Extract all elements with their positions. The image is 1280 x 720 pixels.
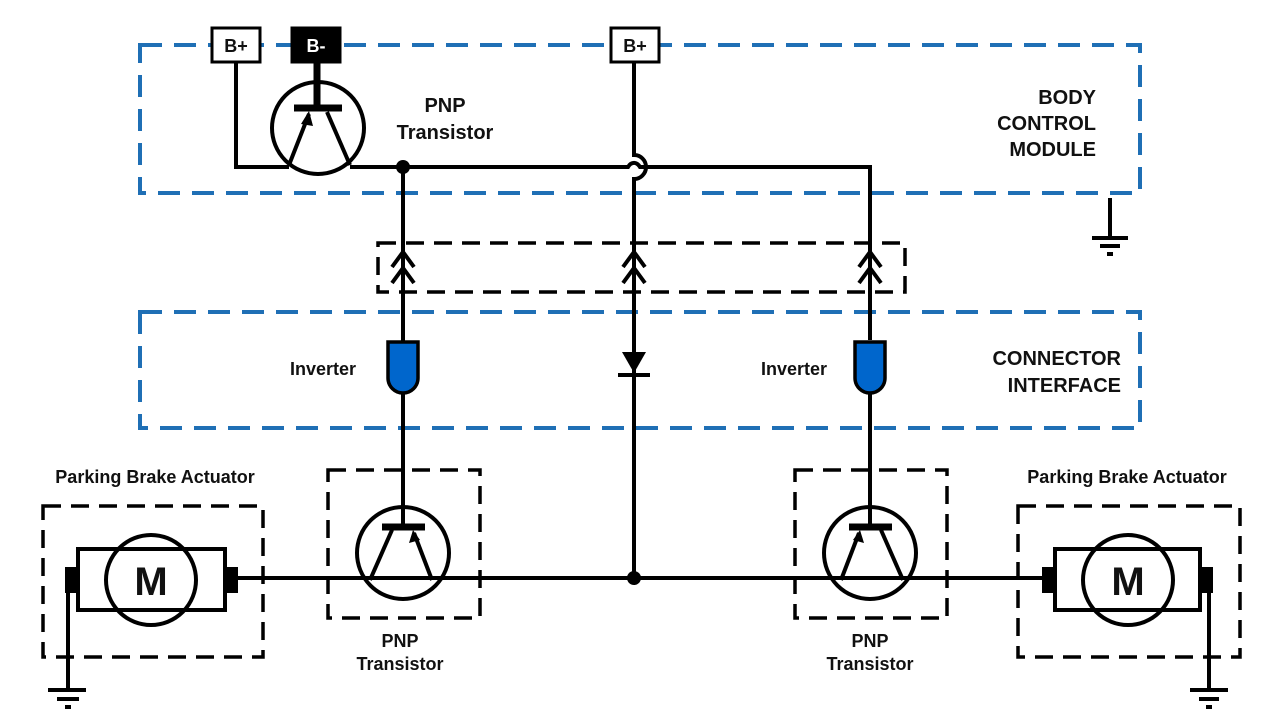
bcm-label-line2: CONTROL — [997, 113, 1096, 135]
bcm-label-line3: MODULE — [1009, 139, 1096, 161]
left-transistor-housing — [326, 468, 482, 620]
right-transistor-label-line2: Transistor — [826, 654, 913, 674]
bplus-mid-terminal: B+ — [609, 26, 661, 64]
connector-interface-label-line1: CONNECTOR — [992, 348, 1121, 370]
bminus-terminal: B- — [290, 26, 342, 64]
right-actuator-housing — [1016, 504, 1242, 659]
body-control-module-boundary — [138, 43, 1142, 195]
left-actuator-housing — [41, 504, 265, 659]
right-pnp-transistor-icon — [822, 505, 918, 601]
right-ground-icon — [1190, 688, 1228, 709]
connector-interface-boundary — [138, 310, 1142, 430]
right-inverter-icon — [853, 340, 887, 395]
right-inverter-label: Inverter — [761, 359, 827, 379]
left-motor-icon — [65, 533, 238, 627]
right-transistor-label-line1: PNP — [851, 631, 888, 651]
junction-node — [396, 160, 410, 174]
left-inverter-label: Inverter — [290, 359, 356, 379]
junction-node — [627, 571, 641, 585]
bcm-label-line1: BODY — [1038, 87, 1096, 109]
left-inverter-icon — [386, 340, 420, 395]
left-transistor-label-line1: PNP — [381, 631, 418, 651]
left-transistor-label-line2: Transistor — [356, 654, 443, 674]
left-actuator-label: Parking Brake Actuator — [55, 467, 254, 487]
right-motor-icon — [1042, 533, 1213, 627]
diode-icon — [618, 352, 650, 377]
bcm-transistor-label-line2: Transistor — [397, 122, 494, 144]
bcm-ground-icon — [1092, 198, 1128, 256]
bcm-transistor-label-line1: PNP — [424, 95, 465, 117]
bcm-pnp-transistor-icon — [270, 62, 366, 176]
left-ground-icon — [48, 688, 86, 709]
connector-pins-icon — [390, 248, 883, 285]
left-pnp-transistor-icon — [355, 505, 451, 601]
connector-housing — [376, 241, 907, 294]
bplus-left-terminal: B+ — [210, 26, 262, 64]
right-actuator-label: Parking Brake Actuator — [1027, 467, 1226, 487]
left-motor-symbol: M — [134, 560, 167, 604]
bplus-left-label: B+ — [224, 36, 248, 56]
right-motor-symbol: M — [1111, 560, 1144, 604]
right-transistor-housing — [793, 468, 949, 620]
connector-interface-label-line2: INTERFACE — [1008, 375, 1121, 397]
bplus-mid-label: B+ — [623, 36, 647, 56]
bminus-label: B- — [307, 36, 326, 56]
